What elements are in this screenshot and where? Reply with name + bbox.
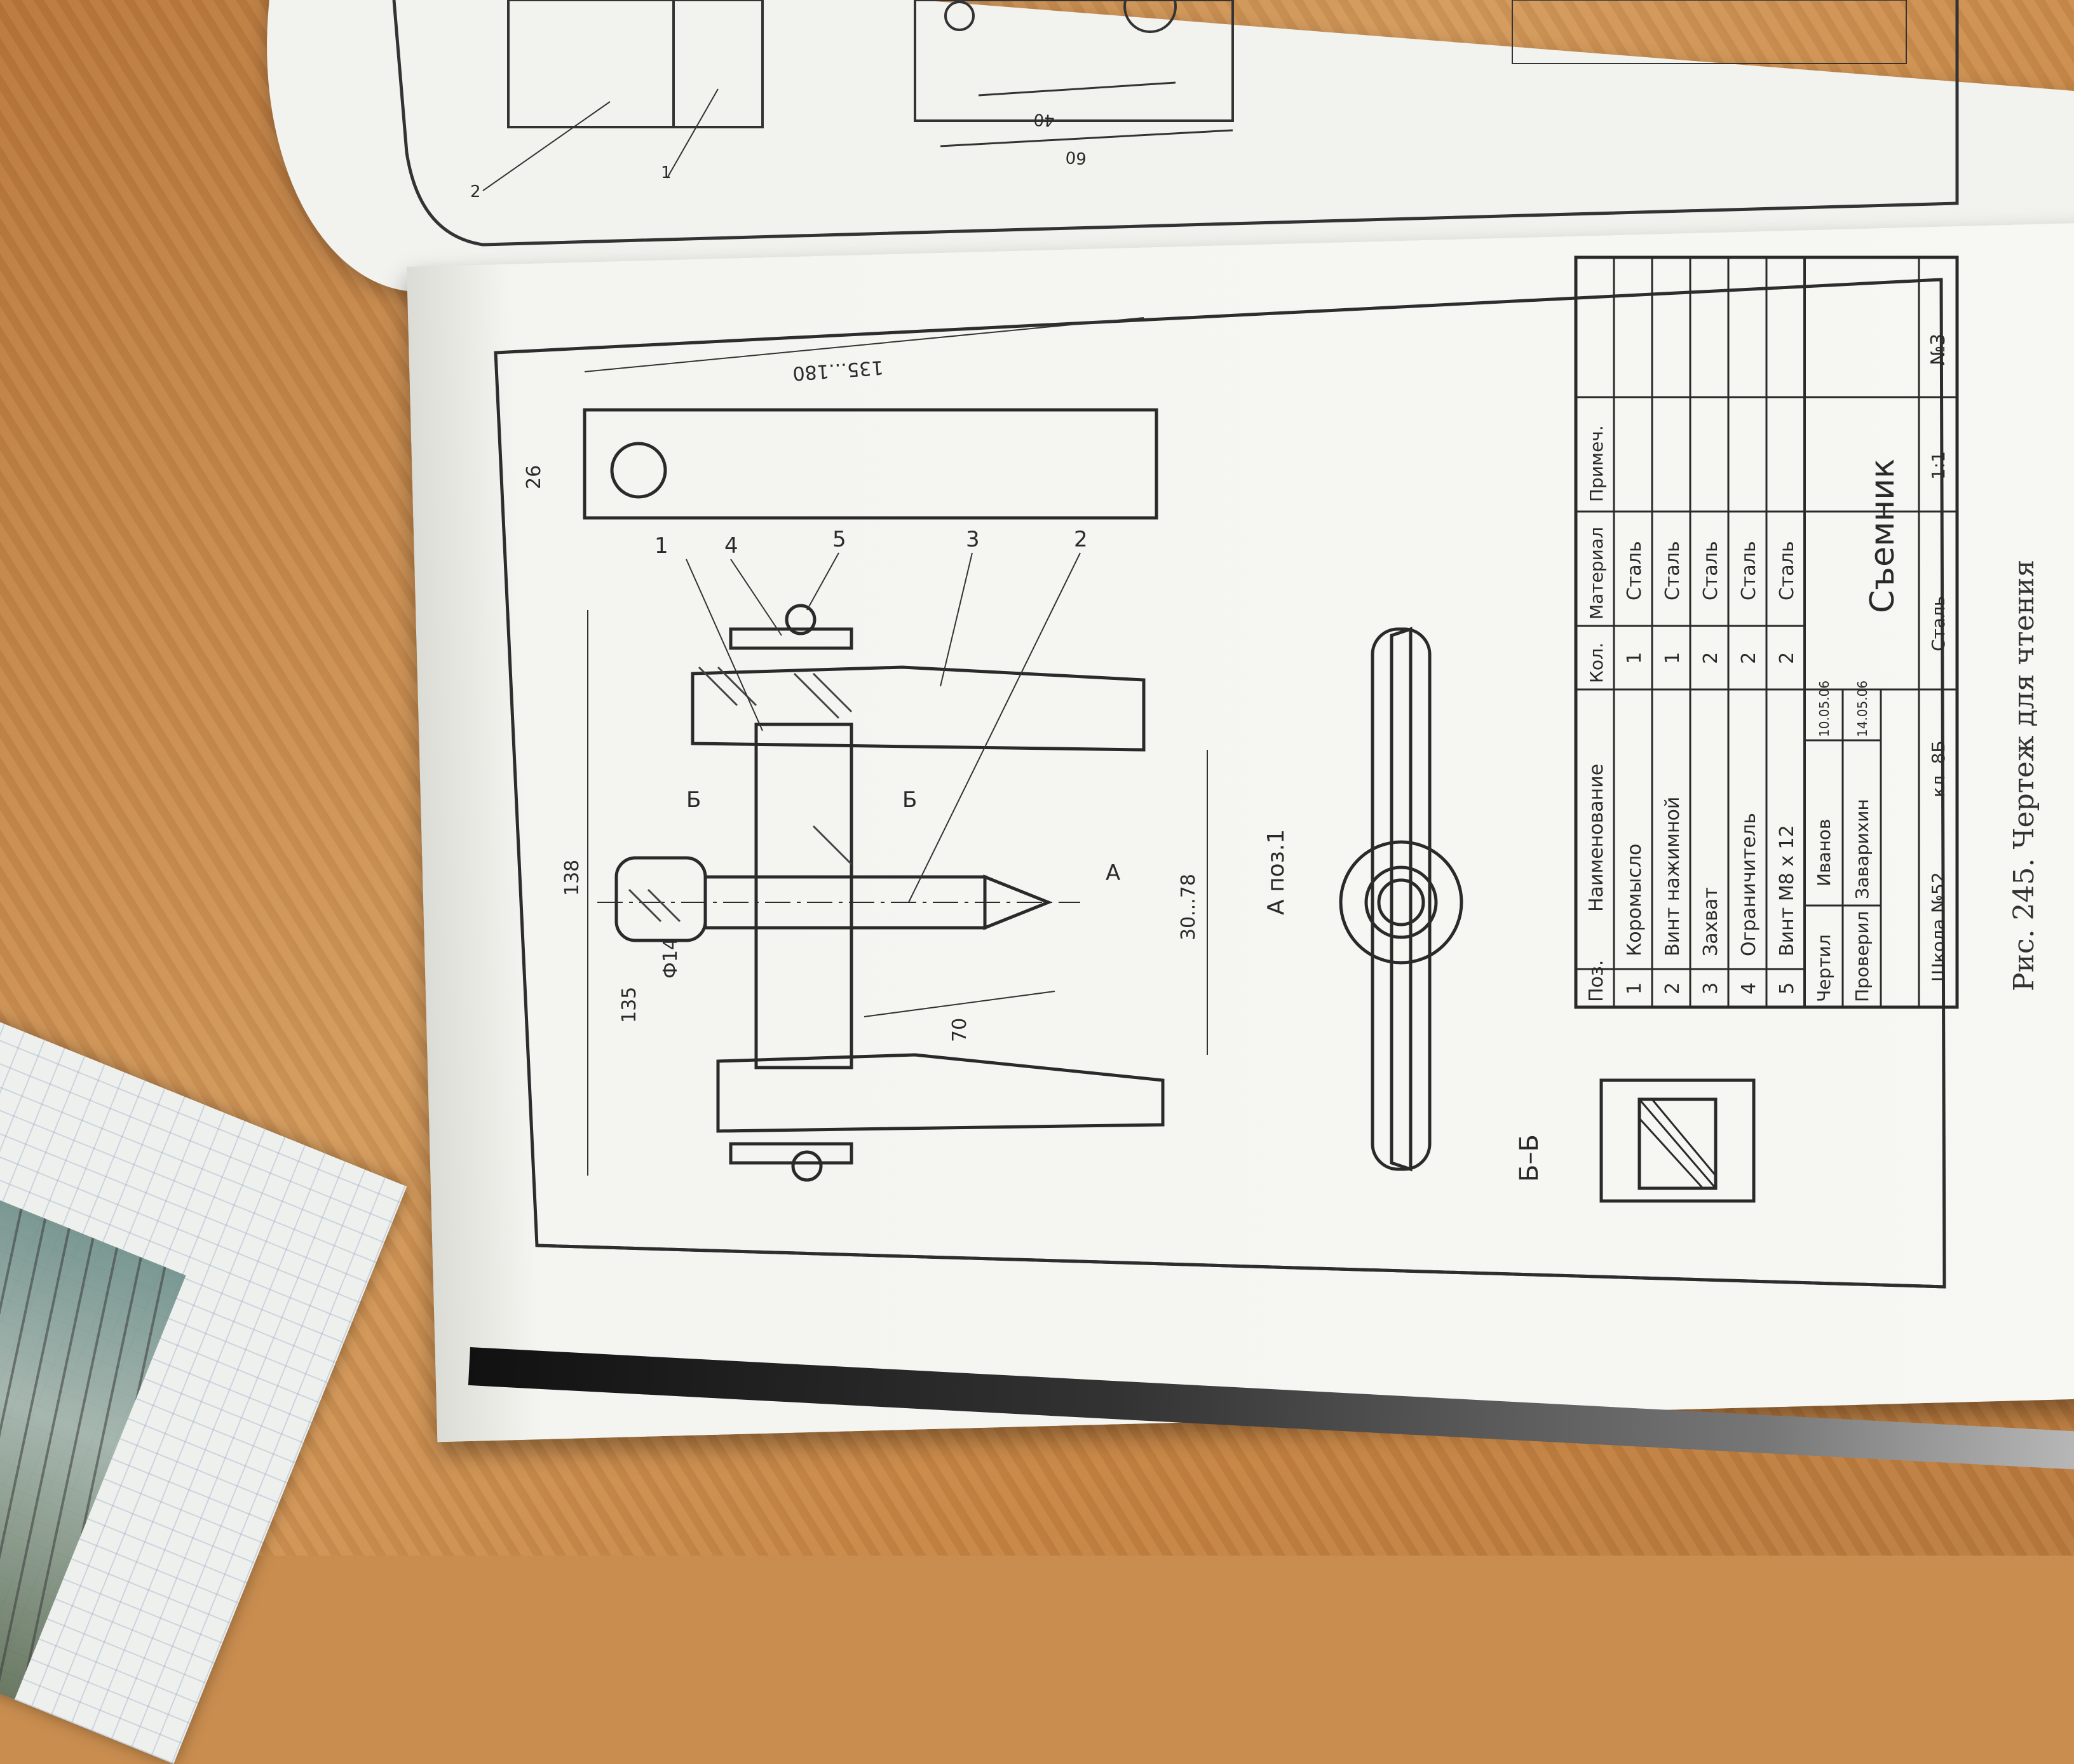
bom-row-1-pos: 1: [1623, 982, 1646, 994]
view-a: [1339, 627, 1463, 1172]
bom-row-1-name: Коромысло: [1623, 844, 1646, 956]
upper-dimensions: 40 60 2 1: [470, 109, 1087, 201]
drawing-frame: [494, 278, 1946, 1289]
pos-4: 4: [724, 533, 738, 559]
assembly-view: [583, 408, 1165, 1182]
view-a-label: А поз.1: [1263, 829, 1289, 915]
upper-pos-1: 1: [661, 163, 672, 182]
bom-table: Поз. Наименование Кол. Материал Примеч. …: [1574, 255, 1959, 1009]
bom-header-pos: Поз.: [1585, 960, 1608, 1002]
bom-row-2-material: Сталь: [1662, 541, 1684, 600]
bom-row-2-qty: 1: [1662, 652, 1684, 664]
bom-header-qty: Кол.: [1586, 642, 1607, 683]
view-arrow-a: А: [1106, 860, 1120, 886]
pos-2: 2: [1074, 527, 1088, 552]
bom-row-2-pos: 2: [1662, 982, 1684, 994]
bom-row-3-material: Сталь: [1700, 541, 1722, 600]
tb-drew-name: Иванов: [1813, 818, 1834, 886]
section-mark-b-2: Б: [902, 787, 917, 813]
side-view: [583, 408, 1158, 520]
bom-row-4-name: Ограничитель: [1738, 813, 1760, 956]
tb-material: Сталь: [1928, 596, 1949, 651]
section-bb-label: Б–Б: [1515, 1134, 1544, 1182]
jaw-left: [716, 1053, 1165, 1133]
tb-drew-date: 10.05.06: [1817, 681, 1832, 737]
screw-head: [614, 856, 707, 942]
tb-checked-date: 14.05.06: [1855, 681, 1870, 737]
bom-row-5-pos: 5: [1776, 982, 1798, 994]
bom-row-4-qty: 2: [1738, 652, 1760, 664]
pos-1: 1: [654, 533, 668, 559]
dim-30-78: 30...78: [1177, 874, 1200, 940]
dim-70: 70: [949, 1018, 971, 1042]
tb-class: кл. 8Б: [1928, 740, 1949, 797]
rocker-beam: [754, 723, 853, 1069]
bom-row-3-pos: 3: [1700, 982, 1722, 994]
bom-row-5-material: Сталь: [1776, 541, 1798, 600]
bom-row-4-material: Сталь: [1738, 541, 1760, 600]
upper-page-drawing: [392, 0, 1959, 247]
bom-header-note: Примеч.: [1586, 425, 1607, 502]
bom-row-3-name: Захват: [1700, 887, 1722, 956]
tb-part-name: Съемник: [1864, 459, 1902, 613]
pos-5: 5: [832, 527, 846, 552]
tb-school: Школа №52: [1928, 872, 1949, 982]
bom-row-2-name: Винт нажимной: [1662, 797, 1684, 956]
dim-upper-60: 60: [1065, 147, 1087, 167]
bom-row-1-material: Сталь: [1623, 541, 1646, 600]
tb-checked-name: Заварихин: [1852, 799, 1873, 899]
tb-drew-label: Чертил: [1813, 934, 1834, 1002]
limiter-plate: [729, 627, 853, 650]
dim-138: 138: [561, 860, 583, 896]
bom-row-3-qty: 2: [1700, 652, 1722, 664]
section-mark-b-1: Б: [686, 787, 701, 813]
upper-pos-2: 2: [470, 182, 481, 201]
side-view-hole: [610, 442, 667, 499]
dim-upper-40: 40: [1033, 109, 1055, 130]
limiter-plate-left: [729, 1142, 853, 1165]
jaw-right: [691, 665, 1146, 752]
tb-scale: 1:1: [1928, 451, 1949, 480]
pos-3: 3: [966, 527, 980, 552]
bolt-head: [785, 604, 817, 635]
dim-135-180: 135...180: [792, 356, 884, 384]
bom-row-4-pos: 4: [1738, 982, 1760, 994]
dim-diameter-14: Ф14: [660, 938, 682, 979]
bom-row-5-name: Винт М8 х 12: [1776, 825, 1798, 956]
position-leaders: 1 4 5 3 2 Б Б А: [654, 527, 1120, 903]
figure-caption: Рис. 245. Чертеж для чтения: [2008, 560, 2040, 991]
bom-row-5-qty: 2: [1776, 652, 1798, 664]
bolt-head-left: [791, 1150, 823, 1182]
technical-drawing: 40 60 2 1: [392, 0, 2040, 1289]
tb-sheet: №3: [1927, 334, 1949, 365]
bom-header-name: Наименование: [1585, 764, 1608, 912]
dim-26: 26: [523, 465, 545, 489]
bom-header-material: Материал: [1586, 527, 1607, 620]
hatching: [628, 666, 853, 923]
tb-checked-label: Проверил: [1852, 911, 1873, 1002]
dim-135: 135: [618, 987, 640, 1023]
bom-row-1-qty: 1: [1623, 652, 1646, 664]
section-bb: [1599, 1078, 1756, 1203]
